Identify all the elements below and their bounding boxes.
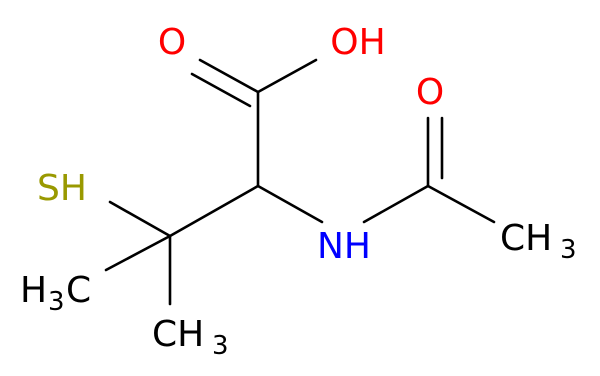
bond-carbonyl-double-2 (190, 72, 252, 108)
carbonyl-oxygen-label: O (158, 22, 186, 63)
methyl-left-label: H 3 C (20, 270, 91, 317)
bond-quaternary-s (108, 200, 172, 238)
bond-alpha-n (256, 184, 324, 224)
methyl-left-subscript: 3 (48, 287, 65, 317)
methyl-right-subscript: 3 (560, 235, 577, 265)
bond-amide-methyl (426, 184, 496, 224)
atom-labels: O OH O NH SH CH 3 H 3 C CH 3 (20, 22, 577, 361)
methyl-bottom-subscript: 3 (212, 331, 229, 361)
thiol-sh-label: SH (37, 168, 87, 209)
amide-oxygen-label: O (416, 72, 444, 113)
methyl-bottom-label: CH 3 (152, 314, 229, 361)
bond-n-amide (362, 184, 430, 224)
bond-lines (104, 58, 496, 306)
bond-carboxyl-oh (256, 58, 318, 94)
methyl-bottom-main: CH (152, 314, 204, 355)
bond-quaternary-left-methyl (104, 234, 172, 272)
bond-alpha-quaternary (168, 184, 260, 238)
amine-nh-label: NH (317, 226, 371, 267)
bond-carbonyl-double-1 (198, 58, 260, 94)
methyl-left-c: C (66, 270, 91, 311)
methyl-right-main: CH (500, 218, 552, 259)
hydroxyl-label: OH (330, 22, 385, 63)
methyl-left-h: H (20, 270, 47, 311)
methyl-right-label: CH 3 (500, 218, 577, 265)
